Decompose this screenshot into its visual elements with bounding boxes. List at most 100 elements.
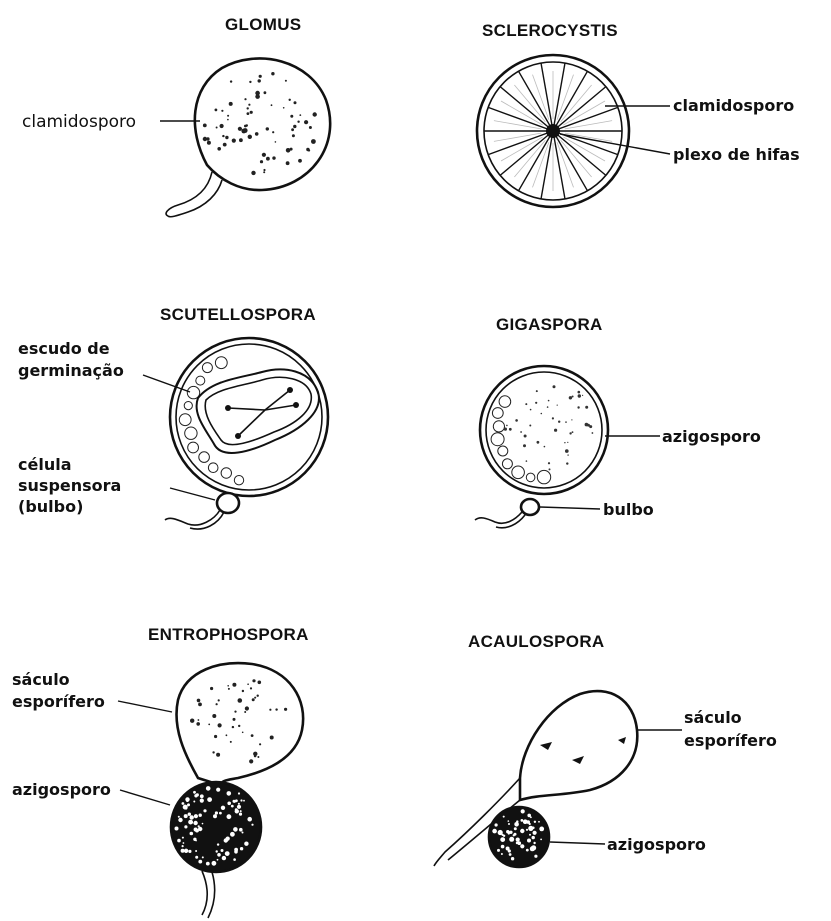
speckle [520,829,524,833]
sclerocystis-panel: SCLEROCYSTIS clamidosporo plexo de hifas [477,21,800,207]
content-dot [266,157,270,161]
speckle [243,800,245,802]
content-dot [592,432,594,434]
gigaspora-hypha [475,512,525,528]
content-dot [577,406,579,408]
content-dot [294,101,297,104]
speckle [239,828,243,832]
speckle [177,839,181,843]
speckle [503,835,505,837]
acaulospora-azygospore [489,807,549,867]
speckle [200,794,204,798]
content-dot [565,449,569,453]
content-dot [250,111,253,114]
content-dot [271,104,273,106]
content-dot [258,681,262,685]
entrophospora-label-line-azigo [120,790,170,805]
gigaspora-title: GIGASPORA [496,315,603,334]
content-dot [227,115,229,117]
speckle [178,816,180,818]
speckle [213,814,217,818]
content-dot [212,751,214,753]
glomus-chlamydospore [195,58,330,190]
content-dot [248,104,250,106]
content-dot [290,115,293,118]
content-dot [230,80,232,82]
content-dot [548,400,550,402]
content-dot [283,107,285,109]
speckle [514,822,519,827]
content-dot [526,460,528,462]
speckle [221,806,225,810]
scutellospora-bulb [217,493,239,513]
speckle [523,821,526,824]
content-dot [541,413,543,415]
content-dot [221,110,223,112]
glomus-label-clamidosporo: clamidosporo [22,112,136,132]
content-dot [249,81,251,83]
content-dot [225,136,228,139]
content-dot [547,406,549,408]
speckle [508,823,510,825]
speckle [193,801,195,803]
speckle [234,848,238,852]
content-dot [248,135,252,139]
speckle [186,799,189,802]
content-dot [217,147,221,151]
speckle [182,845,184,847]
glomus-hypha [166,172,222,217]
content-dot [230,741,232,743]
content-dot [284,708,287,711]
glomus-title: GLOMUS [225,15,301,34]
speckle [508,832,510,834]
speckle [497,849,500,852]
content-dot [571,419,572,420]
entrophospora-panel: ENTROPHOSPORA sáculo esporífero azigospo… [12,625,309,918]
acaulospora-title: ACAULOSPORA [468,632,604,651]
scutellospora-label-celula-3: (bulbo) [18,497,83,516]
content-dot [223,143,227,147]
content-dot [227,685,229,687]
speckle [182,837,184,839]
content-dot [566,462,568,464]
speckle [183,842,185,844]
content-dot [238,127,242,131]
content-dot [255,91,260,96]
speckle [237,805,241,809]
content-dot [257,695,259,697]
speckle [227,802,231,806]
scutellospora-label-celula-2: suspensora [18,476,121,495]
entrophospora-sporiferous-saccule [176,663,303,785]
content-dot [254,755,257,758]
speckle [238,792,240,794]
speckle [193,791,196,794]
content-dot [520,431,522,433]
speckle [247,817,252,822]
content-dot [271,72,274,75]
speckle [516,838,520,842]
speckle [175,827,179,831]
entrophospora-label-saculo-2: esporífero [12,692,105,711]
content-dot [244,98,246,100]
content-dot [524,435,527,438]
content-dot [275,708,277,710]
speckle [244,842,248,846]
speckle [527,839,531,843]
speckle [206,862,210,866]
content-dot [251,734,254,737]
content-dot [548,462,550,464]
speckle [183,805,188,810]
gigaspora-panel: GIGASPORA azigosporo bulbo [475,315,761,528]
content-dot [210,687,213,690]
content-dot [270,736,274,740]
content-dot [238,698,243,703]
scutellospora-label-escudo-2: germinação [18,361,124,380]
speckle [225,851,230,856]
speckle [240,810,242,812]
content-dot [549,468,551,470]
content-dot [530,409,532,411]
content-dot [308,149,310,151]
content-dot [554,429,557,432]
gigaspora-azygospore [480,366,608,494]
speckle [527,814,531,818]
